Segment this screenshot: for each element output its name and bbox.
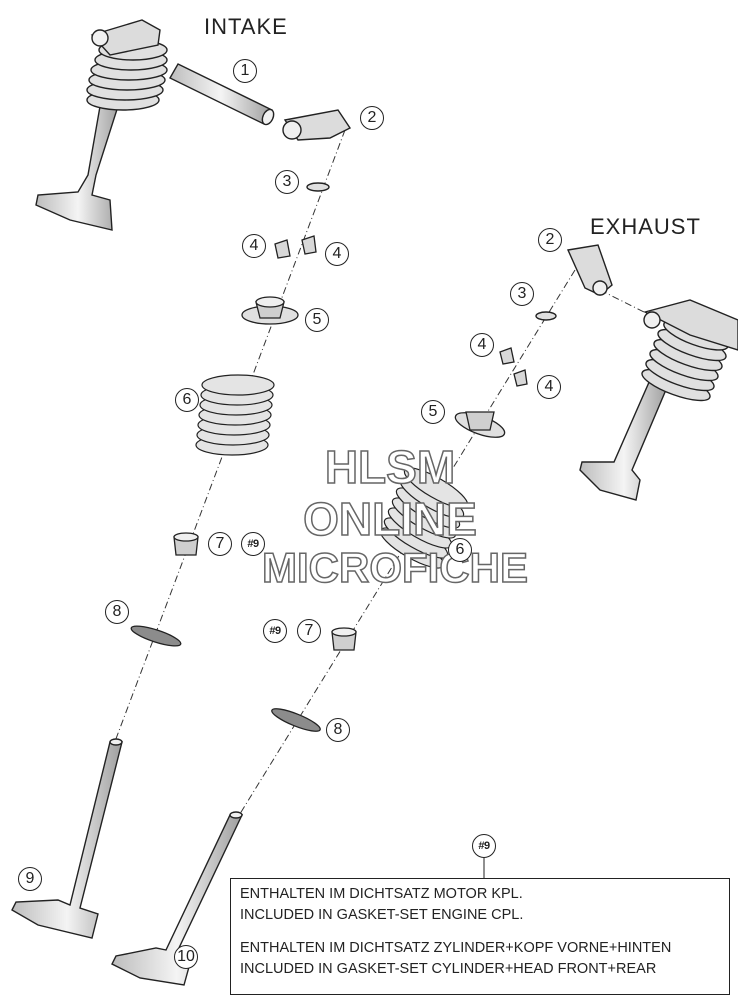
intake-rocker-arm [282,109,352,141]
exhaust-spring-retainer [454,411,506,438]
gasket-set-note: ENTHALTEN IM DICHTSATZ MOTOR KPL. INCLUD… [230,878,730,995]
callout-10: 10 [174,945,198,969]
intake-shim [306,182,330,192]
exhaust-assembled-valve [579,299,738,501]
callout-4-exhaust-lower: 4 [537,375,561,399]
intake-heading: INTAKE [204,14,288,39]
note-line-3: ENTHALTEN IM DICHTSATZ ZYLINDER+KOPF VOR… [240,940,672,956]
watermark-line-2: ONLINE [302,492,477,546]
callout-1: 1 [233,59,257,83]
note-line-1: ENTHALTEN IM DICHTSATZ MOTOR KPL. [240,886,523,902]
intake-assembled-valve [35,19,168,231]
callout-4-intake-left: 4 [242,234,266,258]
callout-3-intake: 3 [275,170,299,194]
intake-valve-keepers [274,235,317,259]
callout-9: 9 [18,867,42,891]
intake-spring-retainer [241,296,299,325]
callout-7-exhaust: 7 [297,619,321,643]
exhaust-heading: EXHAUST [590,214,701,239]
watermark-line-1: HLSM [324,440,456,494]
callout-5-intake: 5 [305,308,329,332]
callout-3-exhaust: 3 [510,282,534,306]
callout-6-exhaust: 6 [448,538,472,562]
callout-8-exhaust: 8 [326,718,350,742]
intake-valve-spring [195,374,275,456]
exhaust-rocker-arm [566,244,613,296]
callout-5-exhaust: 5 [421,400,445,424]
exhaust-valve-keepers [499,347,528,387]
callout-8-intake: 8 [105,600,129,624]
callout-7-intake: 7 [208,532,232,556]
callout-gasket-exhaust: #9 [263,619,287,643]
intake-valve [11,738,123,939]
callout-2-exhaust: 2 [538,228,562,252]
callout-6-intake: 6 [175,388,199,412]
note-line-2: INCLUDED IN GASKET-SET ENGINE CPL. [240,907,524,923]
exhaust-spring-seat [271,708,321,732]
exhaust-valve-stem-seal [331,627,357,651]
callout-4-intake-right: 4 [325,242,349,266]
watermark-line-3: MICROFICHE [261,543,529,592]
callout-2-intake: 2 [360,106,384,130]
note-spacer [240,926,720,938]
intake-spring-seat [130,625,182,647]
callout-gasket-note: #9 [472,834,496,858]
exhaust-valve-spring [379,467,469,569]
callout-gasket-intake: #9 [241,532,265,556]
exhaust-shim [535,311,557,321]
callout-4-exhaust-upper: 4 [470,333,494,357]
intake-valve-stem-seal [173,532,199,556]
rocker-shaft [169,63,275,126]
note-line-4: INCLUDED IN GASKET-SET CYLINDER+HEAD FRO… [240,961,657,977]
